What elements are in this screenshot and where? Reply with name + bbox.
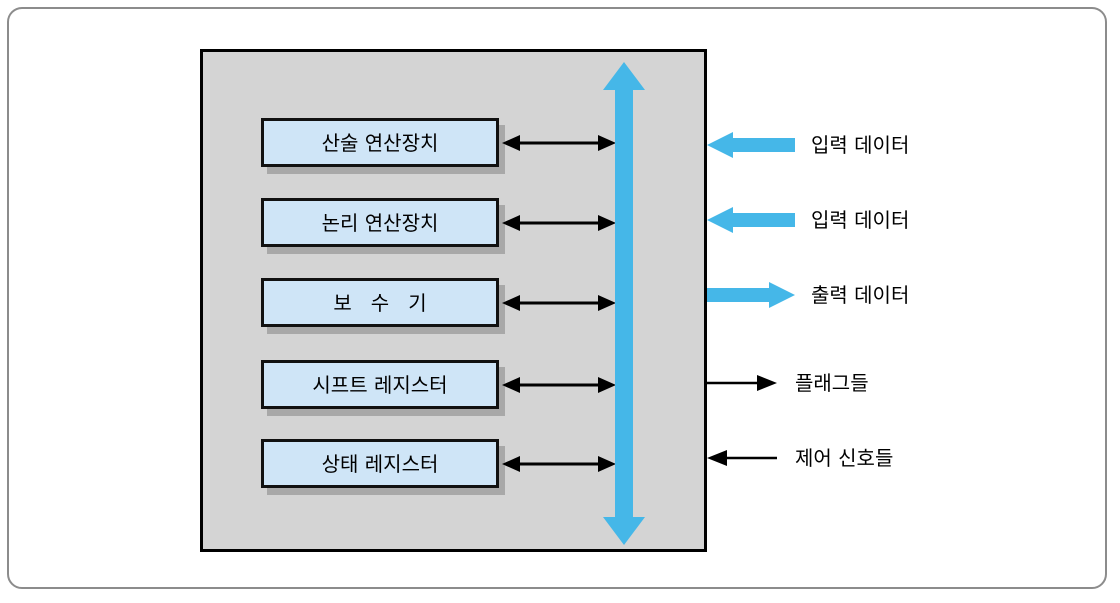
page-border-frame xyxy=(7,7,1107,589)
connector-double-arrow-5 xyxy=(502,453,616,475)
unit-label: 산술 연산장치 xyxy=(321,130,439,155)
unit-box-shift-register[interactable]: 시프트 레지스터 xyxy=(261,360,499,409)
external-signal-input-data-2: 입력 데이터 xyxy=(707,200,909,240)
external-signal-output-data: 출력 데이터 xyxy=(707,275,909,315)
external-signal-input-data-1: 입력 데이터 xyxy=(707,125,909,165)
arrow-right-blue-icon xyxy=(707,282,795,308)
unit-box-status-register[interactable]: 상태 레지스터 xyxy=(261,439,499,488)
unit-label: 시프트 레지스터 xyxy=(312,372,448,397)
external-signal-label: 입력 데이터 xyxy=(811,133,910,157)
unit-box-complementer[interactable]: 보 수 기 xyxy=(261,278,499,327)
external-signal-label: 제어 신호들 xyxy=(795,446,894,470)
alu-enclosure: 산술 연산장치 논리 연산장치 보 수 기 xyxy=(200,49,707,552)
arrow-left-black-icon xyxy=(707,448,777,468)
unit-box-arithmetic[interactable]: 산술 연산장치 xyxy=(261,118,499,167)
unit-label: 보 수 기 xyxy=(333,290,427,315)
connector-double-arrow-3 xyxy=(502,292,616,314)
external-signal-label: 출력 데이터 xyxy=(811,283,910,307)
connector-double-arrow-1 xyxy=(502,132,616,154)
connector-double-arrow-4 xyxy=(502,374,616,396)
unit-label: 상태 레지스터 xyxy=(321,451,439,476)
unit-label: 논리 연산장치 xyxy=(321,210,439,235)
arrow-left-blue-icon xyxy=(707,132,795,158)
external-signal-label: 플래그들 xyxy=(795,371,869,395)
internal-bus-arrow-icon xyxy=(603,62,645,545)
arrow-right-black-icon xyxy=(707,373,777,393)
external-signal-flags: 플래그들 xyxy=(707,363,869,403)
unit-box-logic[interactable]: 논리 연산장치 xyxy=(261,198,499,247)
external-signal-label: 입력 데이터 xyxy=(811,208,910,232)
arrow-left-blue-icon xyxy=(707,207,795,233)
connector-double-arrow-2 xyxy=(502,212,616,234)
external-signal-control: 제어 신호들 xyxy=(707,438,893,478)
